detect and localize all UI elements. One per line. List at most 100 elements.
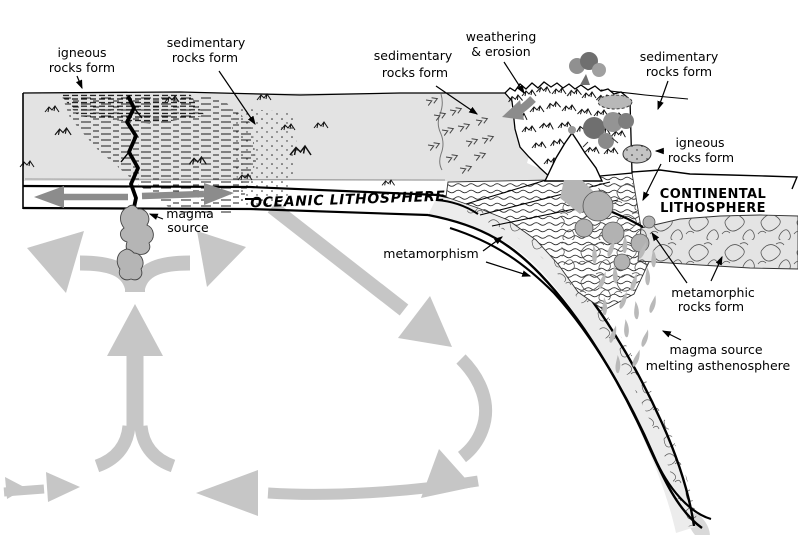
pointer-arrow [435,85,478,115]
band-bottom-line [22,206,429,217]
label-line: source [167,220,209,235]
volcanic-smoke [566,52,634,149]
label-sedimentary-rocks-form-middle: sedimentary rocks form [374,48,478,115]
pointer-arrow [218,70,256,125]
convection-arrowhead [27,231,84,293]
label-oceanic-lithosphere: OCEANIC LITHOSPHERE [250,189,446,212]
mantle-convection-arrows [3,201,492,516]
label-line: melting asthenosphere [646,358,791,373]
label-sedimentary-rocks-form-right: sedimentary rocks form [640,49,719,111]
spreading-arrowhead-right [204,183,234,205]
convection-arrow [456,354,492,463]
label-sedimentary-rocks-form-left: sedimentary rocks form [167,35,256,125]
label-line: rocks form [382,65,448,80]
annotation-labels: igneous rocks form sedimentary rocks for… [49,29,791,373]
slab-body [428,195,695,533]
spreading-arrowhead-left [34,186,64,208]
label-line: magma [166,206,214,221]
smoke-puff [592,63,606,77]
continental-mantle-block [600,89,798,270]
pointer-arrow [148,213,164,220]
smoke-puff [603,112,623,132]
igneous-rock-bodies [560,94,656,271]
label-igneous-rocks-form-ridge: igneous rocks form [49,45,115,90]
pointer-arrow [482,236,503,252]
convection-arrow [94,425,136,473]
magma-blob [120,204,154,255]
slab-bottom-rail [449,226,712,521]
convection-arrow [267,201,409,316]
magma-chamber-blob [574,218,594,238]
convection-arrowhead [197,231,246,287]
ridge-crack-branch [120,107,143,163]
label-line: & erosion [471,44,530,59]
label-line: rocks form [49,60,115,75]
crust-boundary-line [609,209,644,228]
label-line: rocks form [678,299,744,314]
pointer-arrow [657,80,669,111]
slab-crust-texture [466,201,698,528]
ridge-magma-source [116,204,154,281]
volcanic-rock-dots [623,145,651,163]
label-line: rocks form [668,150,734,165]
pointer-arrow [710,255,723,282]
convection-arrowhead [5,477,26,499]
label-line: metamorphism [383,246,478,261]
sea-facies-boundary [437,93,444,171]
pointer-arrow [75,75,83,90]
convection-arrowhead [196,470,258,516]
smoke-puff [583,117,605,139]
crater-puff [568,126,576,134]
pointer-arrow [642,163,662,202]
smoke-puff [580,52,598,70]
spreading-arrow-right [141,190,205,200]
label-magma-source-subduction: magma source melting asthenosphere [646,330,791,373]
sea-surface-line [22,91,505,96]
label-line: metamorphic [671,285,755,300]
label-weathering-erosion: weathering & erosion [466,29,537,95]
label-line: sedimentary [640,49,719,64]
label-igneous-rocks-form-right: igneous rocks form [642,135,734,202]
convection-arrow [134,425,176,473]
label-metamorphism: metamorphism [383,236,532,277]
pointer-arrow [661,330,682,341]
label-line: sedimentary [167,35,246,50]
volcano-vent [580,74,590,85]
convection-arrowhead [46,472,80,502]
convection-arrow [267,475,479,500]
label-continental-lithosphere: CONTINENTAL LITHOSPHERE [660,187,766,216]
lava-flow-blob [597,94,633,110]
label-magma-source-ridge: magma source [148,206,214,235]
label-line: LITHOSPHERE [660,201,766,216]
erosion-transport-arrow [502,96,536,120]
magma-chamber-blob [582,190,614,222]
horizon-line [600,89,689,100]
ridge-dot-texture [230,108,298,210]
label-line: CONTINENTAL [660,187,766,202]
label-line: rocks form [172,50,238,65]
lithosphere-top-line [631,169,798,190]
label-line: weathering [466,29,537,44]
oceanic-lithosphere-band: OCEANIC LITHOSPHERE [22,93,479,217]
label-metamorphic-rocks-form: metamorphic rocks form [651,232,755,314]
magma-chamber-blob [613,253,631,271]
smoke-dashes [566,89,619,148]
pointer-arrow [651,232,688,284]
magma-chamber-blob [601,221,625,245]
seafloor-spreading-arrows [34,183,234,208]
label-line: magma source [669,342,762,357]
label-line: igneous [57,45,106,60]
magma-blob [116,248,144,281]
band-label-dash [245,198,479,215]
band-top-line [22,184,439,197]
label-line: sedimentary [374,48,453,63]
convection-arrowhead [398,296,452,347]
magma-chamber-blob [630,233,650,253]
convection-arrowhead [107,304,163,356]
label-line: rocks form [646,64,712,79]
convection-arrow [129,255,191,293]
mantle-block-contours [638,215,798,269]
smoke-puff [618,113,634,129]
